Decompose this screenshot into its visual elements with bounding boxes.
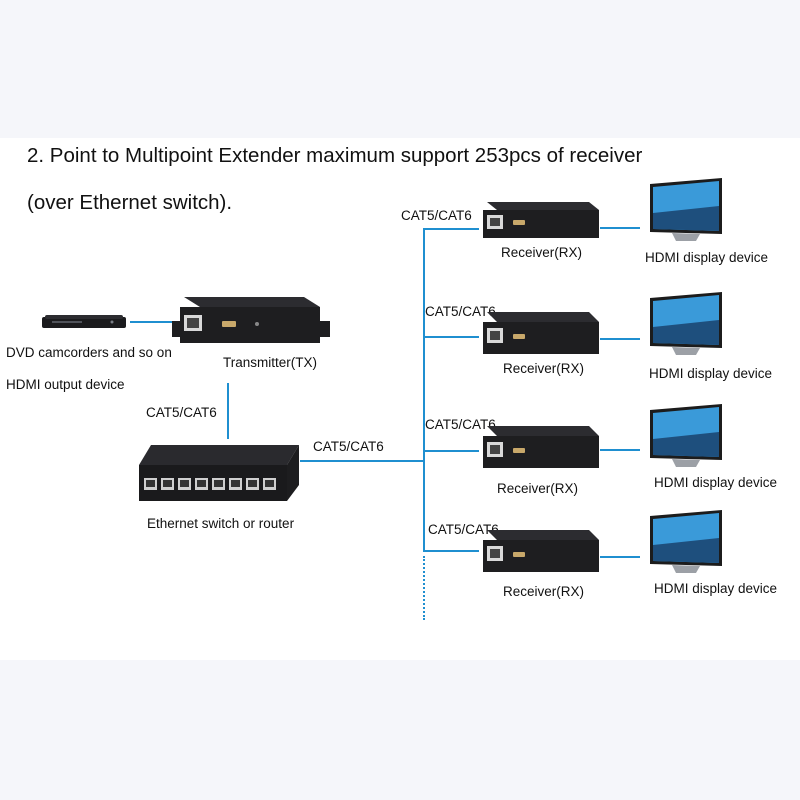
wire-bus-vertical xyxy=(423,228,425,551)
receiver-4-label: Receiver(RX) xyxy=(503,584,585,599)
cable-label-rx2: CAT5/CAT6 xyxy=(425,304,496,319)
display-3-label: HDMI display device xyxy=(654,475,778,490)
cable-label-switch-bus: CAT5/CAT6 xyxy=(313,439,384,454)
receiver-box-icon xyxy=(483,202,599,238)
monitor-icon xyxy=(650,292,722,355)
display-4-label: HDMI display device xyxy=(654,581,778,596)
wire-bus-rx1 xyxy=(423,228,479,230)
receiver-1-label: Receiver(RX) xyxy=(501,245,583,260)
display-2-label: HDMI display device xyxy=(649,366,773,381)
wire-tx-to-switch xyxy=(227,383,229,439)
dvd-player-icon xyxy=(42,315,126,328)
receiver-2-label: Receiver(RX) xyxy=(503,361,585,376)
monitor-icon xyxy=(650,404,722,467)
wire-bus-rx2 xyxy=(423,336,479,338)
cable-label-rx3: CAT5/CAT6 xyxy=(425,417,496,432)
wire-rx2-display xyxy=(600,338,640,340)
heading-line-1: 2. Point to Multipoint Extender maximum … xyxy=(27,144,643,167)
heading-line-2: (over Ethernet switch). xyxy=(27,191,233,214)
wire-bus-continuation xyxy=(423,556,425,620)
cable-label-tx-switch: CAT5/CAT6 xyxy=(146,405,217,420)
cable-label-rx1: CAT5/CAT6 xyxy=(401,208,472,223)
source-label-line-2: HDMI output device xyxy=(6,377,125,392)
wire-bus-rx4 xyxy=(423,550,479,552)
wire-dvd-to-tx xyxy=(130,321,174,323)
monitor-icon xyxy=(650,510,722,573)
switch-label: Ethernet switch or router xyxy=(147,516,295,531)
wire-rx4-display xyxy=(600,556,640,558)
receiver-3-label: Receiver(RX) xyxy=(497,481,579,496)
source-label-line-1: DVD camcorders and so on xyxy=(6,345,172,360)
receiver-box-icon xyxy=(483,530,599,572)
receiver-box-icon xyxy=(483,312,599,354)
wire-rx3-display xyxy=(600,449,640,451)
monitor-icon xyxy=(650,178,722,241)
wire-switch-to-bus xyxy=(300,460,423,462)
display-1-label: HDMI display device xyxy=(645,250,769,265)
transmitter-label: Transmitter(TX) xyxy=(223,355,317,370)
wire-rx1-display xyxy=(600,227,640,229)
wire-bus-rx3 xyxy=(423,450,479,452)
cable-label-rx4: CAT5/CAT6 xyxy=(428,522,499,537)
transmitter-box-icon xyxy=(172,297,330,343)
receiver-box-icon xyxy=(483,426,599,468)
ethernet-switch-icon xyxy=(139,445,299,501)
